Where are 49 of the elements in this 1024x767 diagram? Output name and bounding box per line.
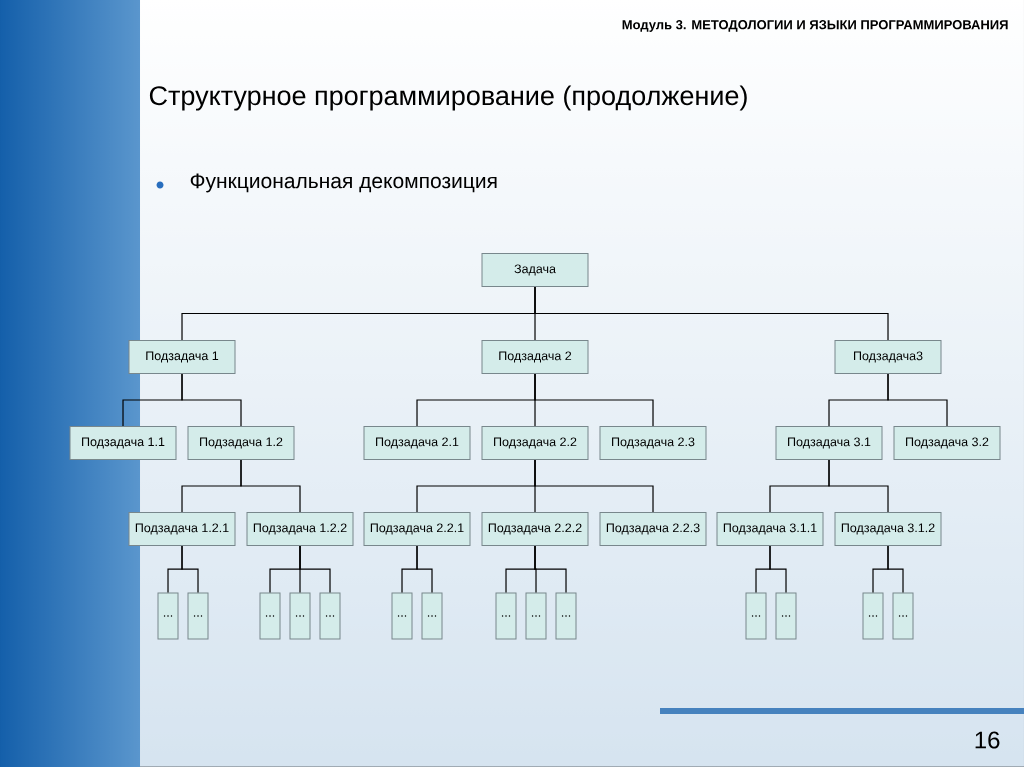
ellipsis-box: ... — [319, 592, 341, 640]
ellipsis-box: ... — [289, 592, 311, 640]
connector-line — [240, 459, 301, 513]
task-box: Подзадача 1.2.1 — [128, 512, 236, 546]
connector-line — [887, 545, 904, 594]
task-box: Подзадача 2.2.2 — [481, 512, 589, 546]
connector-line — [181, 545, 199, 594]
task-box: Подзадача 2.2.1 — [363, 512, 471, 546]
ellipsis-box: ... — [187, 592, 209, 640]
task-box: Подзадача 2.3 — [599, 426, 707, 460]
task-box: Подзадача 1.1 — [69, 426, 177, 460]
task-box: Подзадача 1 — [128, 340, 236, 374]
task-box: Подзадача 2 — [481, 340, 589, 374]
page-number: 16 — [975, 731, 1000, 749]
connector-line — [181, 373, 242, 427]
connector-line — [534, 286, 889, 341]
bullet-text: Функциональная декомпозиция — [190, 173, 497, 193]
connector-line — [534, 545, 567, 594]
ellipsis-box: ... — [775, 592, 797, 640]
ellipsis-box: ... — [862, 592, 884, 640]
connector-line — [887, 373, 948, 427]
ellipsis-box: ... — [157, 592, 179, 640]
ellipsis-box: ... — [892, 592, 914, 640]
ellipsis-box: ... — [259, 592, 281, 640]
ellipsis-box: ... — [391, 592, 413, 640]
ellipsis-box: ... — [421, 592, 443, 640]
connector-line — [534, 459, 654, 513]
ellipsis-box: ... — [525, 592, 547, 640]
task-box: Подзадача 3.1 — [775, 426, 883, 460]
task-box: Подзадача 2.2.3 — [599, 512, 707, 546]
ellipsis-box: ... — [745, 592, 767, 640]
ellipsis-box: ... — [495, 592, 517, 640]
task-box: Подзадача 3.2 — [893, 426, 1001, 460]
task-box: Подзадача3 — [834, 340, 942, 374]
connector-line — [416, 545, 433, 594]
task-box: Подзадача 3.1.1 — [716, 512, 824, 546]
task-box: Подзадача 2.1 — [363, 426, 471, 460]
connector-line — [769, 545, 787, 594]
task-box: Задача — [481, 253, 589, 287]
task-box: Подзадача 3.1.2 — [834, 512, 942, 546]
ellipsis-box: ... — [555, 592, 577, 640]
task-box: Подзадача 1.2 — [187, 426, 295, 460]
task-box: Подзадача 2.2 — [481, 426, 589, 460]
connector-line — [534, 373, 654, 427]
module-header: Модуль 3. МЕТОДОЛОГИИ И ЯЗЫКИ ПРОГРАММИРОВАНИЯ — [622, 20, 1008, 32]
slide-title: Структурное программирование (продолжение) — [149, 85, 747, 111]
connector-line — [828, 459, 889, 513]
task-box: Подзадача 1.2.2 — [246, 512, 354, 546]
connector-line — [299, 545, 331, 594]
